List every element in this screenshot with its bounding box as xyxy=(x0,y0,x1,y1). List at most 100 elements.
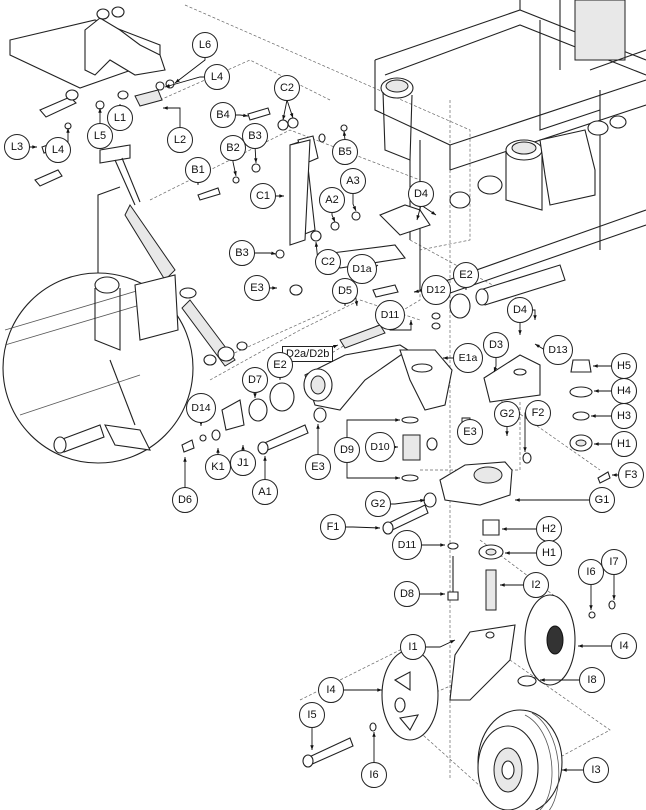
arrowhead xyxy=(500,583,505,587)
callout-i4[interactable]: I4 xyxy=(611,633,637,659)
callout-g2[interactable]: G2 xyxy=(365,491,391,517)
arrowhead xyxy=(535,344,540,348)
callout-e2[interactable]: E2 xyxy=(453,262,479,288)
callout-g1[interactable]: G1 xyxy=(589,487,615,513)
callout-d11[interactable]: D11 xyxy=(375,300,405,330)
callout-e3[interactable]: E3 xyxy=(244,275,270,301)
callout-label: B4 xyxy=(216,109,230,121)
arrowhead xyxy=(523,447,527,452)
arrowhead xyxy=(175,78,180,83)
callout-label: D7 xyxy=(247,374,263,386)
callout-l2[interactable]: L2 xyxy=(167,127,193,153)
callout-a2[interactable]: A2 xyxy=(319,187,345,213)
arrowhead xyxy=(354,301,359,306)
callout-f3[interactable]: F3 xyxy=(618,462,644,488)
callout-label: I1 xyxy=(408,641,418,653)
callout-i6[interactable]: I6 xyxy=(578,559,604,585)
arrowhead xyxy=(241,445,245,450)
callout-label: D5 xyxy=(337,285,353,297)
callout-d6[interactable]: D6 xyxy=(172,487,198,513)
callout-e3[interactable]: E3 xyxy=(457,419,483,445)
callout-b3[interactable]: B3 xyxy=(242,123,268,149)
callout-a1[interactable]: A1 xyxy=(252,479,278,505)
callout-label: I5 xyxy=(307,709,317,721)
arrowhead xyxy=(352,206,356,211)
upper-hardware xyxy=(41,79,361,296)
callout-i7[interactable]: I7 xyxy=(601,549,627,575)
callout-d9[interactable]: D9 xyxy=(334,437,360,463)
callout-label: H1 xyxy=(541,547,557,559)
callout-d5[interactable]: D5 xyxy=(332,278,358,304)
callout-a3[interactable]: A3 xyxy=(340,168,366,194)
callout-l5[interactable]: L5 xyxy=(87,123,113,149)
callout-h1[interactable]: H1 xyxy=(536,540,562,566)
caster-arm-assembly xyxy=(181,204,471,482)
callout-d13[interactable]: D13 xyxy=(543,335,573,365)
callout-d12[interactable]: D12 xyxy=(421,275,451,305)
callout-i6[interactable]: I6 xyxy=(361,762,387,788)
callout-l6[interactable]: L6 xyxy=(192,32,218,58)
callout-l4[interactable]: L4 xyxy=(204,64,230,90)
callout-label: D11 xyxy=(397,539,417,551)
mounting-plate xyxy=(9,6,166,187)
arrowhead xyxy=(377,688,382,692)
callout-b1[interactable]: B1 xyxy=(185,157,211,183)
arrowhead xyxy=(66,128,70,133)
callout-label: D1a xyxy=(352,263,372,275)
callout-label: E2 xyxy=(273,359,287,371)
arrowhead xyxy=(243,113,248,118)
callout-b2[interactable]: B2 xyxy=(220,135,246,161)
callout-c2[interactable]: C2 xyxy=(315,249,341,275)
callout-l3[interactable]: L3 xyxy=(4,134,30,160)
callout-i1[interactable]: I1 xyxy=(400,634,426,660)
callout-d3[interactable]: D3 xyxy=(483,332,509,358)
callout-label: H2 xyxy=(541,523,557,535)
callout-k1[interactable]: K1 xyxy=(205,454,231,480)
callout-h1[interactable]: H1 xyxy=(611,431,637,457)
callout-h4[interactable]: H4 xyxy=(611,378,637,404)
callout-f2[interactable]: F2 xyxy=(525,400,551,426)
callout-e3[interactable]: E3 xyxy=(305,454,331,480)
callout-d7[interactable]: D7 xyxy=(242,367,268,393)
callout-d2a-d2b[interactable]: D2a/D2b xyxy=(282,346,334,362)
callout-h3[interactable]: H3 xyxy=(611,403,637,429)
callout-l1[interactable]: L1 xyxy=(107,105,133,131)
callout-e2[interactable]: E2 xyxy=(267,352,293,378)
arrowhead xyxy=(518,330,522,335)
callout-i2[interactable]: I2 xyxy=(523,572,549,598)
callout-d4[interactable]: D4 xyxy=(507,297,533,323)
callout-b5[interactable]: B5 xyxy=(332,139,358,165)
callout-d4[interactable]: D4 xyxy=(408,181,434,207)
callout-j1[interactable]: J1 xyxy=(230,450,256,476)
callout-i4[interactable]: I4 xyxy=(318,677,344,703)
arrowhead xyxy=(395,476,400,480)
callout-d14[interactable]: D14 xyxy=(186,393,216,423)
callout-h5[interactable]: H5 xyxy=(611,353,637,379)
callout-label: G2 xyxy=(499,408,515,420)
callout-b3[interactable]: B3 xyxy=(229,240,255,266)
callout-i3[interactable]: I3 xyxy=(583,757,609,783)
callout-b4[interactable]: B4 xyxy=(210,102,236,128)
arrowhead xyxy=(414,289,419,293)
callout-g2[interactable]: G2 xyxy=(494,401,520,427)
callout-c1[interactable]: C1 xyxy=(250,183,276,209)
callout-d10[interactable]: D10 xyxy=(365,432,395,462)
callout-i5[interactable]: I5 xyxy=(299,702,325,728)
callout-h2[interactable]: H2 xyxy=(536,516,562,542)
callout-label: A1 xyxy=(258,486,272,498)
caster-cover xyxy=(483,354,541,403)
caster-housing xyxy=(382,461,513,611)
callout-c2[interactable]: C2 xyxy=(274,75,300,101)
arrowhead xyxy=(310,745,314,750)
callout-label: F3 xyxy=(624,469,638,481)
callout-d1a[interactable]: D1a xyxy=(347,254,377,284)
callout-f1[interactable]: F1 xyxy=(320,514,346,540)
callout-d11[interactable]: D11 xyxy=(392,530,422,560)
callout-l4[interactable]: L4 xyxy=(45,137,71,163)
callout-i8[interactable]: I8 xyxy=(579,667,605,693)
arrowhead xyxy=(342,131,347,136)
callout-e1a[interactable]: E1a xyxy=(453,343,483,373)
callout-d8[interactable]: D8 xyxy=(394,581,420,607)
arrowhead xyxy=(420,498,425,503)
callout-label: I3 xyxy=(591,764,601,776)
